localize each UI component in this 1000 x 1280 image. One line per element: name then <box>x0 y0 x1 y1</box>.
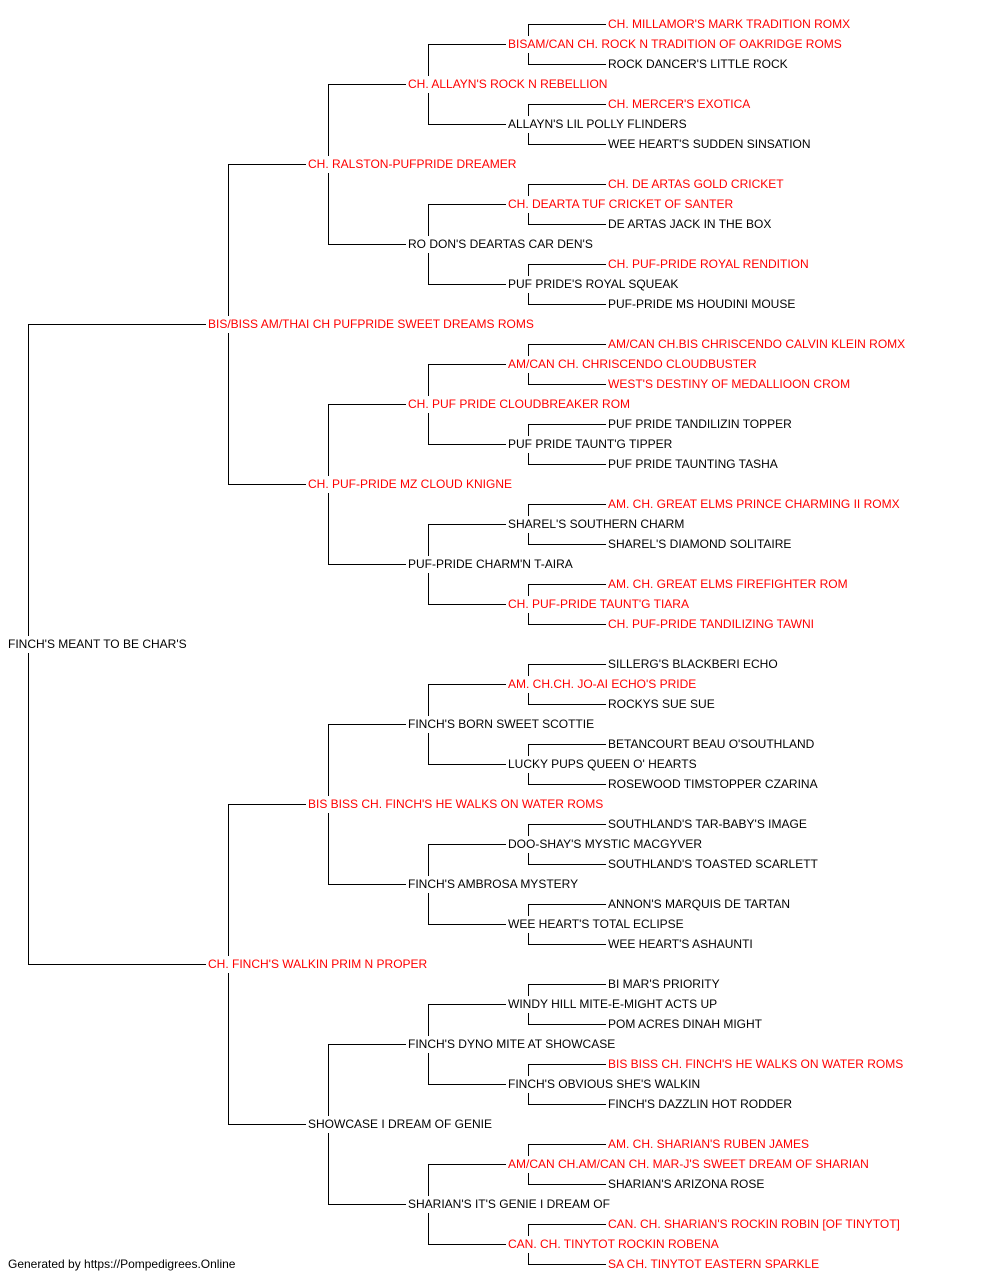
gen5-ancestor-name: ANNON'S MARQUIS DE TARTAN <box>608 897 791 911</box>
gen4-ancestor-name: ALLAYN'S LIL POLLY FLINDERS <box>508 117 687 131</box>
gen4-ancestor-name: BISAM/CAN CH. ROCK N TRADITION OF OAKRID… <box>508 37 842 51</box>
gen5-ancestor-name: SILLERG'S BLACKBERI ECHO <box>608 657 778 671</box>
gen4-ancestor-name: LUCKY PUPS QUEEN O' HEARTS <box>508 757 697 771</box>
gen5-ancestor-name: ROCK DANCER'S LITTLE ROCK <box>608 57 788 71</box>
gen5-ancestor-name: CH. PUF-PRIDE TANDILIZING TAWNI <box>608 617 815 631</box>
gen5-ancestor-name: CH. DE ARTAS GOLD CRICKET <box>608 177 784 191</box>
grandparent-name: BIS BISS CH. FINCH'S HE WALKS ON WATER R… <box>308 797 604 811</box>
gen5-ancestor-name: BI MAR'S PRIORITY <box>608 977 720 991</box>
gen4-ancestor-name: AM/CAN CH. CHRISCENDO CLOUDBUSTER <box>508 357 757 371</box>
parent-name: CH. FINCH'S WALKIN PRIM N PROPER <box>208 957 428 971</box>
gen4-ancestor-name: CH. PUF-PRIDE TAUNT'G TIARA <box>508 597 689 611</box>
gen5-ancestor-name: AM. CH. SHARIAN'S RUBEN JAMES <box>608 1137 809 1151</box>
great-grandparent-name: CH. PUF PRIDE CLOUDBREAKER ROM <box>408 397 631 411</box>
gen5-ancestor-name: BETANCOURT BEAU O'SOUTHLAND <box>608 737 815 751</box>
grandparent-name: SHOWCASE I DREAM OF GENIE <box>308 1117 493 1131</box>
gen4-ancestor-name: PUF PRIDE'S ROYAL SQUEAK <box>508 277 679 291</box>
gen4-ancestor-name: AM. CH.CH. JO-AI ECHO'S PRIDE <box>508 677 697 691</box>
gen5-ancestor-name: SOUTHLAND'S TOASTED SCARLETT <box>608 857 818 871</box>
gen5-ancestor-name: SHARIAN'S ARIZONA ROSE <box>608 1177 765 1191</box>
grandparent-name: CH. PUF-PRIDE MZ CLOUD KNIGNE <box>308 477 513 491</box>
gen5-ancestor-name: AM. CH. GREAT ELMS PRINCE CHARMING II RO… <box>608 497 900 511</box>
gen5-ancestor-name: AM. CH. GREAT ELMS FIREFIGHTER ROM <box>608 577 848 591</box>
great-grandparent-name: RO DON'S DEARTAS CAR DEN'S <box>408 237 593 251</box>
parent-name: BIS/BISS AM/THAI CH PUFPRIDE SWEET DREAM… <box>208 317 534 331</box>
great-grandparent-name: FINCH'S DYNO MITE AT SHOWCASE <box>408 1037 616 1051</box>
gen4-ancestor-name: AM/CAN CH.AM/CAN CH. MAR-J'S SWEET DREAM… <box>508 1157 869 1171</box>
gen5-ancestor-name: PUF PRIDE TANDILIZIN TOPPER <box>608 417 792 431</box>
great-grandparent-name: SHARIAN'S IT'S GENIE I DREAM OF <box>408 1197 610 1211</box>
gen5-ancestor-name: SHAREL'S DIAMOND SOLITAIRE <box>608 537 792 551</box>
great-grandparent-name: FINCH'S AMBROSA MYSTERY <box>408 877 579 891</box>
gen4-ancestor-name: CAN. CH. TINYTOT ROCKIN ROBENA <box>508 1237 719 1251</box>
gen5-ancestor-name: ROCKYS SUE SUE <box>608 697 715 711</box>
gen5-ancestor-name: DE ARTAS JACK IN THE BOX <box>608 217 772 231</box>
gen4-ancestor-name: PUF PRIDE TAUNT'G TIPPER <box>508 437 673 451</box>
gen5-ancestor-name: SA CH. TINYTOT EASTERN SPARKLE <box>608 1257 820 1271</box>
gen5-ancestor-name: CH. PUF-PRIDE ROYAL RENDITION <box>608 257 809 271</box>
gen5-ancestor-name: WEE HEART'S ASHAUNTI <box>608 937 753 951</box>
gen5-ancestor-name: BIS BISS CH. FINCH'S HE WALKS ON WATER R… <box>608 1057 904 1071</box>
great-grandparent-name: FINCH'S BORN SWEET SCOTTIE <box>408 717 595 731</box>
gen5-ancestor-name: FINCH'S DAZZLIN HOT RODDER <box>608 1097 793 1111</box>
gen5-ancestor-name: CH. MERCER'S EXOTICA <box>608 97 751 111</box>
gen5-ancestor-name: PUF-PRIDE MS HOUDINI MOUSE <box>608 297 796 311</box>
gen5-ancestor-name: AM/CAN CH.BIS CHRISCENDO CALVIN KLEIN RO… <box>608 337 906 351</box>
gen5-ancestor-name: SOUTHLAND'S TAR-BABY'S IMAGE <box>608 817 807 831</box>
generated-by-footer: Generated by https://Pompedigrees.Online <box>8 1257 236 1271</box>
great-grandparent-name: PUF-PRIDE CHARM'N T-AIRA <box>408 557 573 571</box>
gen4-ancestor-name: DOO-SHAY'S MYSTIC MACGYVER <box>508 837 703 851</box>
gen5-ancestor-name: CH. MILLAMOR'S MARK TRADITION ROMX <box>608 17 851 31</box>
gen5-ancestor-name: WEST'S DESTINY OF MEDALLIOON CROM <box>608 377 851 391</box>
great-grandparent-name: CH. ALLAYN'S ROCK N REBELLION <box>408 77 608 91</box>
gen4-ancestor-name: FINCH'S OBVIOUS SHE'S WALKIN <box>508 1077 701 1091</box>
gen4-ancestor-name: CH. DEARTA TUF CRICKET OF SANTER <box>508 197 734 211</box>
grandparent-name: CH. RALSTON-PUFPRIDE DREAMER <box>308 157 517 171</box>
gen5-ancestor-name: POM ACRES DINAH MIGHT <box>608 1017 763 1031</box>
gen5-ancestor-name: ROSEWOOD TIMSTOPPER CZARINA <box>608 777 818 791</box>
gen5-ancestor-name: PUF PRIDE TAUNTING TASHA <box>608 457 778 471</box>
gen4-ancestor-name: WINDY HILL MITE-E-MIGHT ACTS UP <box>508 997 718 1011</box>
gen5-ancestor-name: CAN. CH. SHARIAN'S ROCKIN ROBIN [OF TINY… <box>608 1217 900 1231</box>
dog-name: FINCH'S MEANT TO BE CHAR'S <box>8 637 187 651</box>
gen5-ancestor-name: WEE HEART'S SUDDEN SINSATION <box>608 137 811 151</box>
gen4-ancestor-name: SHAREL'S SOUTHERN CHARM <box>508 517 685 531</box>
gen4-ancestor-name: WEE HEART'S TOTAL ECLIPSE <box>508 917 684 931</box>
